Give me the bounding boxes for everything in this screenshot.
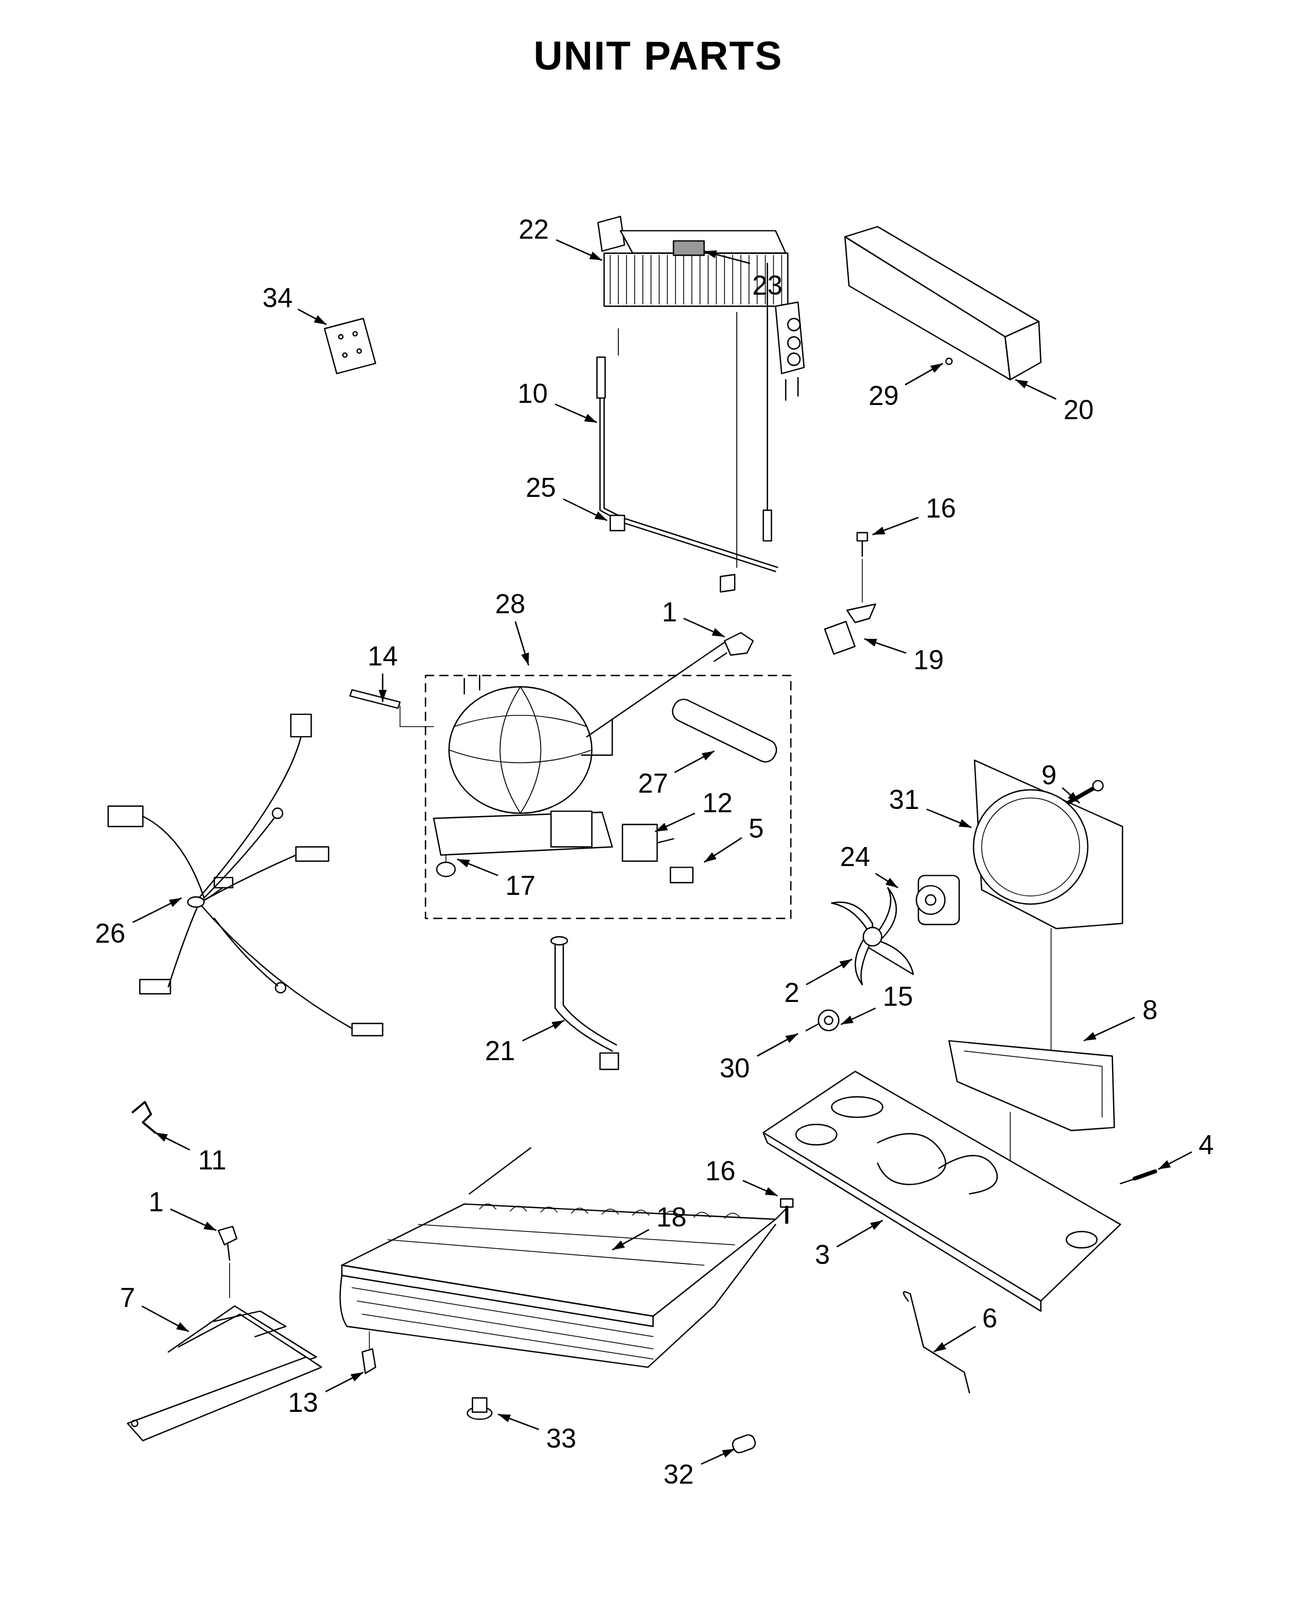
callout-number: 27 — [637, 769, 669, 798]
callout-number: 21 — [485, 1037, 516, 1065]
callout-number: 7 — [120, 1284, 136, 1312]
callout-number: 14 — [367, 642, 399, 670]
callout-number: 18 — [656, 1203, 687, 1232]
callout-number: 32 — [663, 1461, 694, 1489]
control-board — [324, 318, 376, 374]
screw — [714, 632, 754, 662]
drain-fitting — [467, 1398, 492, 1420]
grommet — [818, 1010, 840, 1032]
callout-number: 25 — [525, 474, 557, 502]
callout-number: 20 — [1063, 396, 1095, 424]
dashed-group — [425, 675, 792, 919]
pin — [805, 1023, 819, 1031]
fan-shroud — [973, 760, 1123, 1064]
fan-motor — [916, 875, 960, 925]
callout-number: 4 — [1198, 1131, 1214, 1159]
capacitor — [670, 867, 693, 883]
condenser — [598, 216, 805, 401]
callout-number: 1 — [661, 598, 678, 626]
sleeve — [730, 1433, 757, 1455]
callout-number: 31 — [889, 786, 920, 814]
pad — [673, 240, 705, 256]
drier — [669, 696, 781, 766]
callout-number: 26 — [95, 920, 126, 948]
callout-number: 11 — [197, 1146, 227, 1175]
callout-number: 3 — [815, 1241, 831, 1269]
callout-number: 5 — [748, 815, 765, 843]
bracket — [824, 532, 876, 655]
screw — [1120, 1171, 1155, 1185]
callout-number: 28 — [494, 590, 526, 618]
callout-number: 16 — [705, 1157, 736, 1185]
callout-number: 2 — [784, 979, 800, 1007]
compressor — [433, 641, 728, 877]
screw — [780, 1199, 794, 1223]
duct-cover — [845, 226, 1041, 380]
callout-number: 24 — [840, 843, 871, 871]
wire — [903, 1292, 970, 1394]
callout-number: 19 — [913, 646, 944, 674]
drain-tube — [550, 936, 619, 1070]
clip — [132, 1102, 155, 1133]
callout-number: 22 — [518, 215, 550, 244]
callout-number: 34 — [262, 284, 294, 312]
callout-number: 30 — [719, 1054, 750, 1083]
tubing — [597, 263, 778, 592]
screw — [218, 1226, 238, 1298]
defrost-heater — [127, 1306, 322, 1442]
clip — [362, 1349, 376, 1374]
fan-blade — [831, 887, 914, 985]
leader-lines — [132, 239, 1192, 1465]
callout-number: 33 — [545, 1425, 577, 1453]
callout-number: 10 — [517, 380, 549, 408]
wire-harness — [108, 714, 383, 1036]
callout-number: 13 — [288, 1389, 319, 1417]
strap — [350, 690, 434, 728]
callout-number: 6 — [982, 1305, 998, 1333]
relay — [622, 824, 658, 862]
callout-number: 1 — [148, 1188, 164, 1216]
callout-number: 12 — [702, 789, 733, 817]
base-plate — [763, 1071, 1121, 1312]
callout-number: 29 — [868, 382, 899, 410]
callout-number: 15 — [883, 983, 914, 1011]
page-title: UNIT PARTS — [533, 35, 784, 77]
callout-number: 9 — [1041, 761, 1057, 790]
evaporator — [340, 1147, 786, 1368]
callout-number: 8 — [1142, 996, 1158, 1024]
callout-number: 23 — [752, 271, 783, 300]
callout-number: 16 — [925, 494, 956, 523]
callout-number: 17 — [505, 872, 536, 900]
